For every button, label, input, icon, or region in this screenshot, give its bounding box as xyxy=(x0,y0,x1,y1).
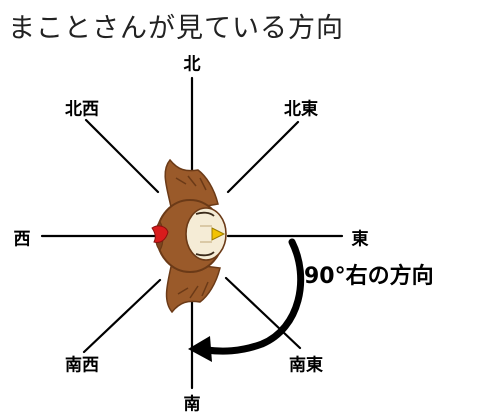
label-northeast: 北東 xyxy=(284,99,318,120)
red-comb xyxy=(151,225,169,243)
owl-character xyxy=(151,158,227,314)
label-east: 東 xyxy=(351,229,369,250)
southwest-line xyxy=(82,278,162,354)
label-west: 西 xyxy=(13,229,31,250)
turn-direction-label: 90°右の方向 xyxy=(304,264,434,289)
beak xyxy=(211,227,226,241)
northwest-line xyxy=(84,118,160,194)
diagram-title: まことさんが見ている方向 xyxy=(8,13,344,44)
northeast-line xyxy=(226,120,300,194)
label-southwest: 南西 xyxy=(65,355,99,376)
label-north: 北 xyxy=(183,54,201,75)
label-southeast: 南東 xyxy=(289,355,323,376)
label-south: 南 xyxy=(183,394,201,415)
turn-arrow xyxy=(188,238,305,362)
label-northwest: 北西 xyxy=(65,99,99,120)
southeast-line xyxy=(224,276,302,350)
